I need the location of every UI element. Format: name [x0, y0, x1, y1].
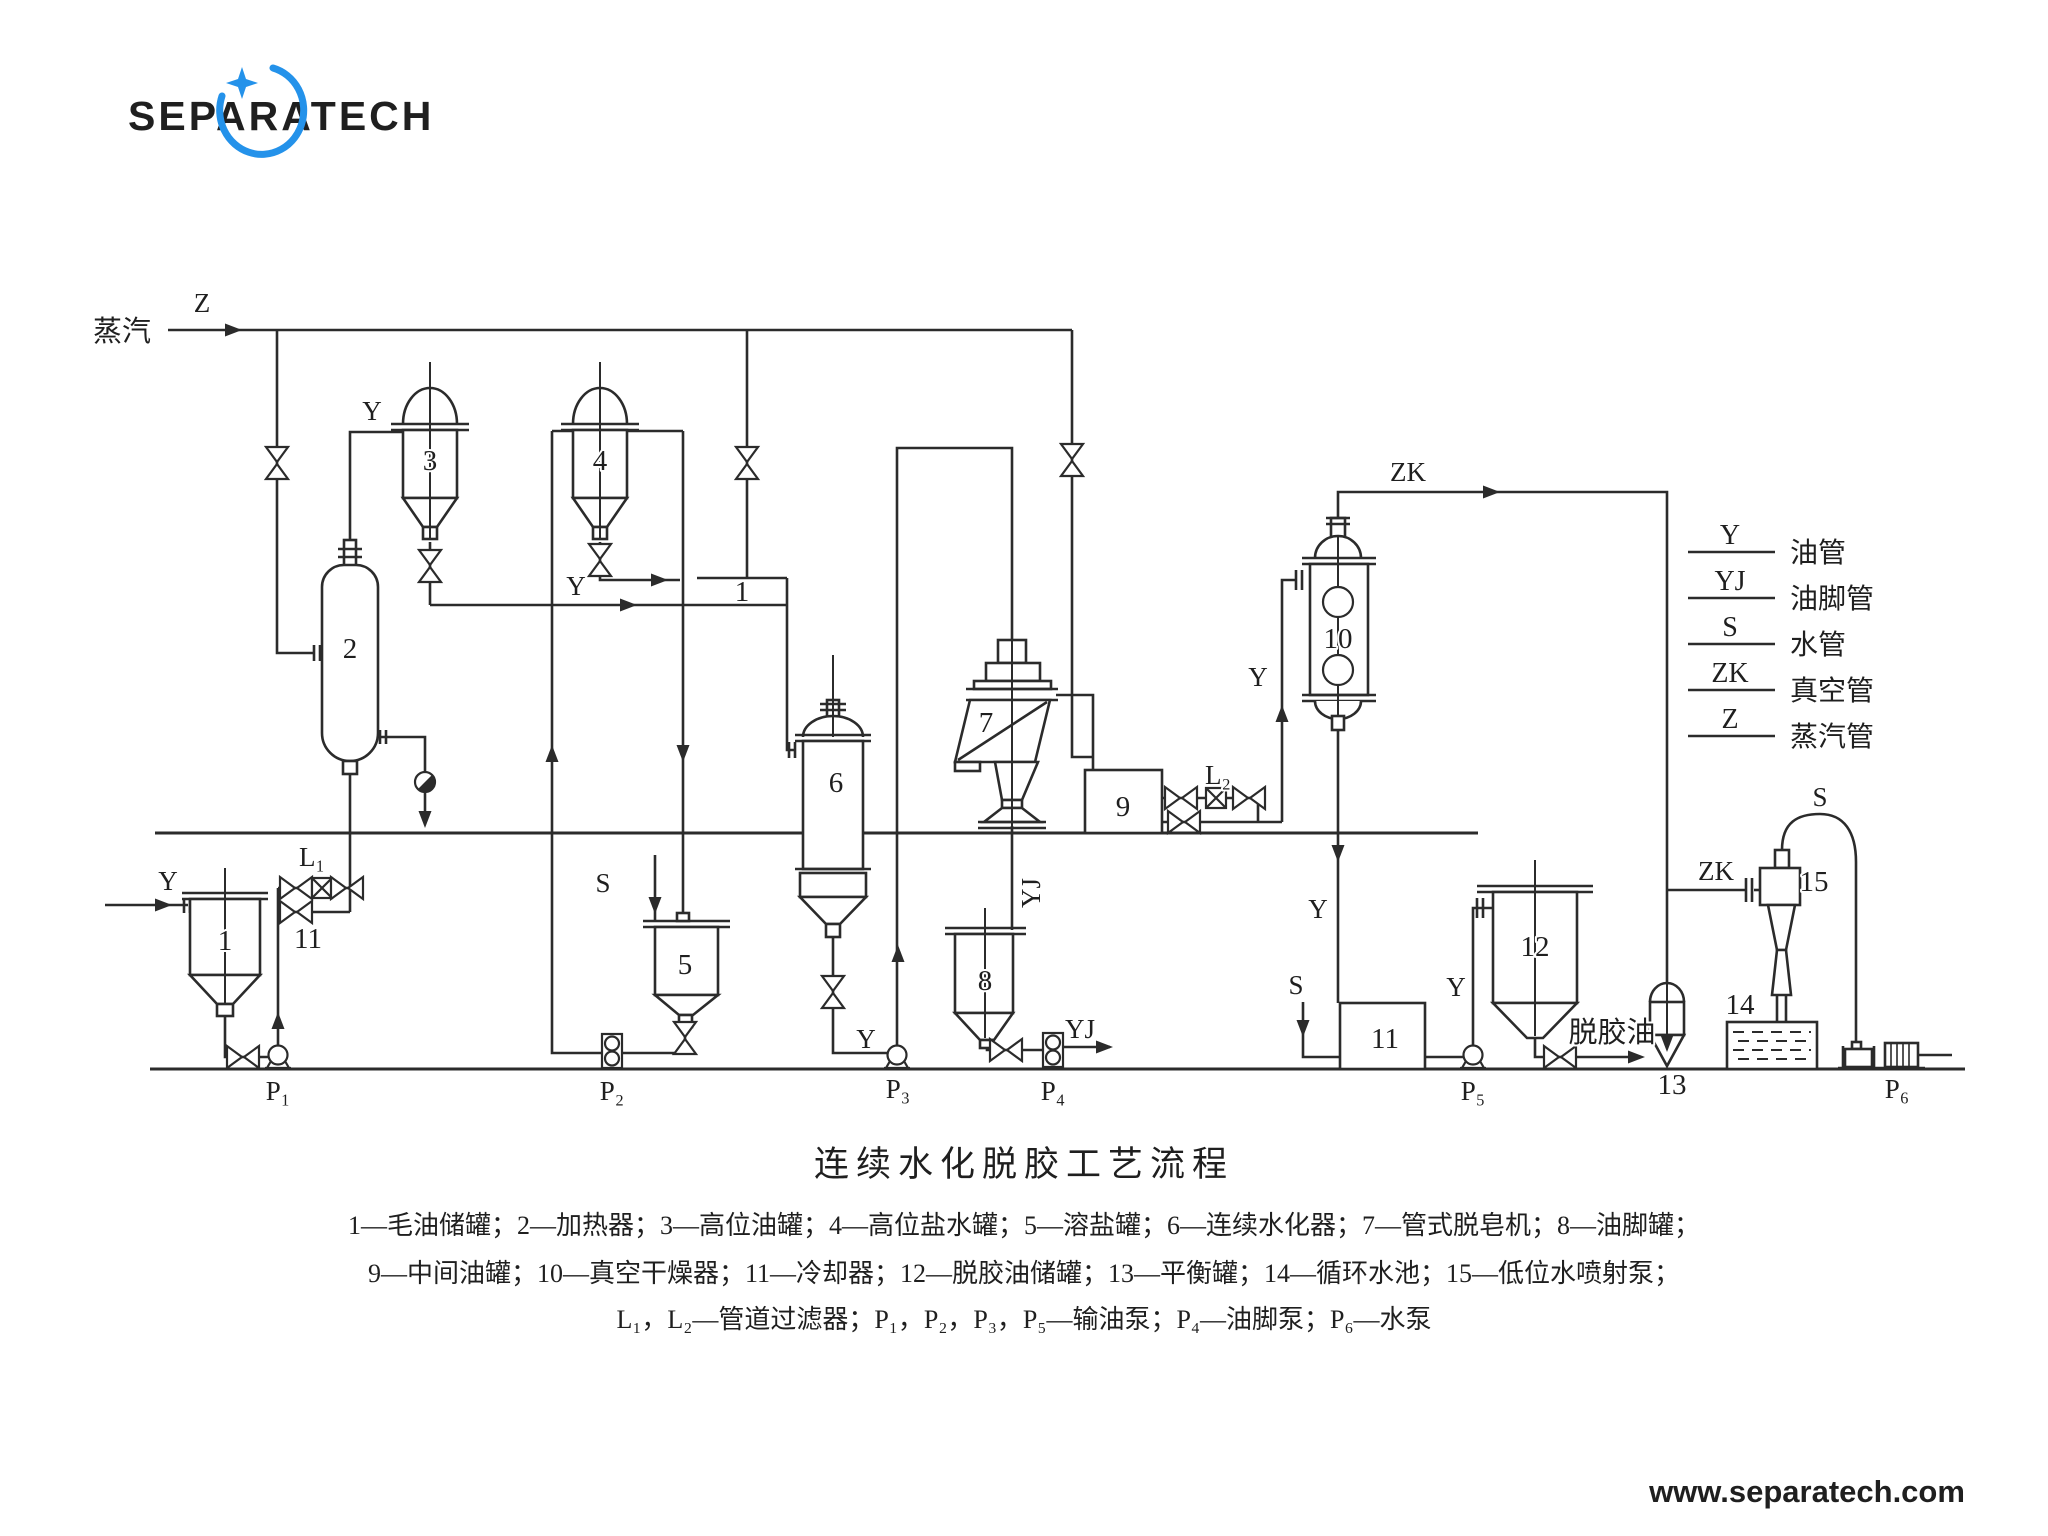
oil-line-label: Y: [856, 1024, 876, 1054]
pump-p2-label: P₂: [600, 1076, 624, 1106]
pump-p5: [1458, 1044, 1488, 1070]
vessel-5-salt-dissolving-tank: [643, 911, 730, 1029]
caption: 连续水化脱胶工艺流程 1—毛油储罐；2—加热器；3—高位油罐；4—高位盐水罐；5…: [348, 1145, 1700, 1334]
vessel-6-continuous-hydrator: [787, 698, 871, 939]
legend-symbol: S: [1722, 612, 1738, 643]
pump-p5-label: P₅: [1461, 1076, 1485, 1106]
filter-l1-label: L₁: [299, 842, 325, 872]
caption-line-2: 9—中间油罐；10—真空干燥器；11—冷却器；12—脱胶油储罐；13—平衡罐；1…: [368, 1259, 1680, 1288]
equip-10-label: 10: [1324, 623, 1353, 655]
pump-p4-label: P₄: [1041, 1076, 1065, 1106]
oil-line-label: Y: [1308, 894, 1328, 924]
degummed-oil-label: 脱胶油: [1568, 1016, 1655, 1049]
water-line-label: S: [1288, 970, 1303, 1000]
water-line-label: S: [595, 868, 610, 898]
pump-p1-label: P₁: [266, 1076, 290, 1106]
legend-row-water: S 水管: [1688, 612, 1846, 661]
legend: Y 油管 YJ 油脚管 S 水管 ZK 真空管 Z 蒸汽管: [1688, 520, 1874, 753]
oil-foots-line-label: YJ: [1016, 878, 1046, 908]
pipe-lines: [105, 328, 1952, 1059]
steam-trap: [413, 770, 437, 794]
oil-foots-out-label: YJ: [1065, 1014, 1095, 1044]
logo-star-icon: [226, 67, 258, 99]
vessel-2-heater: [312, 538, 388, 776]
legend-label: 真空管: [1790, 675, 1874, 707]
pump-p3: [882, 1044, 912, 1070]
equip-7-label: 7: [979, 707, 994, 739]
equip-5-label: 5: [678, 949, 693, 981]
equip-3-label: 3: [423, 445, 438, 477]
filter-l2-label: L₂: [1205, 760, 1231, 790]
filter-l1: [329, 875, 365, 901]
legend-label: 水管: [1790, 629, 1846, 661]
logo: SEPARATECH: [128, 64, 434, 158]
equip-8-label: 8: [978, 965, 993, 997]
steam-source-label: 蒸汽: [93, 315, 151, 348]
diagram-title: 连续水化脱胶工艺流程: [814, 1145, 1234, 1184]
legend-label: 油管: [1790, 537, 1846, 569]
vacuum-line-label: ZK: [1390, 457, 1426, 487]
legend-row-oil-foots: YJ 油脚管: [1688, 566, 1874, 615]
legend-symbol: YJ: [1714, 566, 1745, 597]
fittings: [155, 323, 1811, 1070]
oil-line-label: Y: [1446, 972, 1466, 1002]
filter-l2: [1204, 786, 1228, 810]
sight-glass-icon: [1321, 585, 1355, 619]
pump-p3-label: P₃: [886, 1074, 910, 1104]
equipment: [182, 386, 1925, 1071]
legend-row-steam: Z 蒸汽管: [1688, 704, 1874, 753]
vessel-11-cooler: [1338, 1001, 1427, 1071]
legend-label: 蒸汽管: [1790, 721, 1874, 753]
oil-line-label: Y: [1248, 662, 1268, 692]
vessel-9-intermediate-tank: [1083, 768, 1164, 835]
caption-line-1: 1—毛油储罐；2—加热器；3—高位油罐；4—高位盐水罐；5—溶盐罐；6—连续水化…: [348, 1211, 1700, 1240]
equip-11-label: 11: [1371, 1023, 1399, 1055]
pump-p6-label: P₆: [1885, 1074, 1909, 1104]
logo-orbit-icon: [216, 64, 308, 158]
pump-p4: [1041, 1031, 1065, 1069]
equip-6-label: 6: [829, 767, 844, 799]
pump-p6: [1838, 1040, 1925, 1070]
bypass-label: 11: [294, 923, 322, 955]
legend-symbol: Z: [1721, 704, 1738, 735]
caption-line-3: L₁，L₂—管道过滤器；P₁，P₂，P₃，P₅—输油泵；P₄—油脚泵；P₆—水泵: [616, 1305, 1431, 1334]
vessel-7-desoaper: [953, 638, 1058, 830]
equip-14-label: 14: [1726, 989, 1756, 1021]
pump-p2: [600, 1032, 624, 1070]
water-hatching: [1733, 1031, 1811, 1060]
equip-12-label: 12: [1521, 931, 1550, 963]
vacuum-line-label: ZK: [1698, 856, 1734, 886]
legend-symbol: ZK: [1711, 658, 1748, 689]
water-line-label: S: [1812, 782, 1827, 812]
equip-15-label: 15: [1800, 866, 1829, 898]
diagram-labels: 蒸汽 Z Y Y Y Y Y Y Y YJ YJ S S S ZK ZK 脱胶油…: [91, 286, 1911, 1108]
equip-4-label: 4: [593, 445, 608, 477]
vessel-14-water-pool: [1725, 1020, 1819, 1071]
mixer-label: 1: [735, 576, 750, 608]
vessel-15-water-jet-pump: [1744, 848, 1802, 1022]
legend-label: 油脚管: [1790, 583, 1874, 615]
legend-symbol: Y: [1720, 520, 1740, 551]
pump-p1: [263, 1044, 293, 1070]
oil-in-label: Y: [158, 866, 178, 896]
oil-line-label: Y: [362, 396, 382, 426]
legend-row-vacuum: ZK 真空管: [1688, 658, 1874, 707]
equip-2-label: 2: [343, 633, 358, 665]
legend-row-oil: Y 油管: [1688, 520, 1846, 569]
equip-13-label: 13: [1658, 1069, 1687, 1101]
sight-glass-icon: [1321, 653, 1355, 687]
oil-line-label: Y: [566, 571, 586, 601]
logo-text: SEPARATECH: [128, 93, 434, 139]
equip-9-label: 9: [1116, 791, 1131, 823]
steam-code-label: Z: [194, 288, 211, 318]
website-url: www.separatech.com: [1648, 1474, 1965, 1509]
equip-1-label: 1: [218, 925, 233, 957]
